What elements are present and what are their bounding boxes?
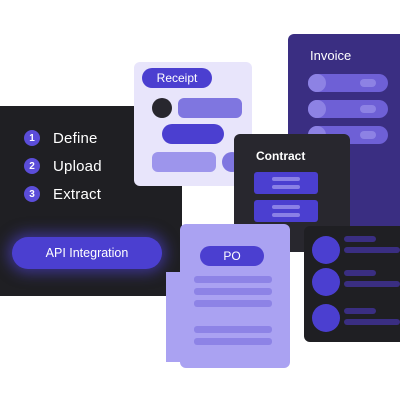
invoice-toggle-row — [308, 100, 388, 118]
receipt-title-tag: Receipt — [142, 68, 212, 88]
po-line — [194, 326, 272, 333]
list-avatar — [312, 304, 340, 332]
step-number-badge: 1 — [24, 130, 40, 146]
contract-field — [254, 172, 318, 194]
list-avatar — [312, 268, 340, 296]
po-line — [194, 276, 272, 283]
list-card[interactable] — [304, 226, 400, 342]
po-title-tag: PO — [200, 246, 264, 266]
receipt-card[interactable]: Receipt — [134, 62, 252, 186]
contract-field-line — [272, 185, 300, 189]
list-line — [344, 281, 400, 287]
step-label: Extract — [53, 185, 102, 203]
list-line — [344, 319, 400, 325]
list-line — [344, 236, 376, 242]
po-line — [194, 300, 272, 307]
api-integration-button[interactable]: API Integration — [12, 237, 162, 269]
toggle-stub — [360, 131, 376, 139]
po-line — [194, 338, 272, 345]
receipt-bar — [178, 98, 242, 118]
step-number-badge: 3 — [24, 186, 40, 202]
list-line — [344, 247, 400, 253]
invoice-title: Invoice — [310, 48, 352, 63]
step-label: Define — [53, 129, 98, 147]
receipt-bar — [152, 152, 216, 172]
toggle-stub — [360, 79, 376, 87]
po-card-fold — [166, 272, 182, 362]
contract-field-line — [272, 205, 300, 209]
invoice-toggle-row — [308, 74, 388, 92]
contract-title: Contract — [256, 149, 306, 163]
list-line — [344, 270, 376, 276]
list-avatar — [312, 236, 340, 264]
receipt-dot — [152, 98, 172, 118]
step-extract: 3 Extract — [24, 183, 101, 205]
toggle-stub — [360, 105, 376, 113]
po-line — [194, 288, 272, 295]
contract-field-line — [272, 213, 300, 217]
toggle-knob — [308, 74, 326, 92]
steps-panel: 1 Define 2 Upload 3 Extract API Integrat… — [0, 106, 182, 296]
po-card[interactable]: PO — [180, 224, 290, 368]
list-line — [344, 308, 376, 314]
contract-field — [254, 200, 318, 222]
step-define: 1 Define — [24, 127, 98, 149]
step-number-badge: 2 — [24, 158, 40, 174]
step-upload: 2 Upload — [24, 155, 102, 177]
receipt-bar — [162, 124, 224, 144]
step-label: Upload — [53, 157, 102, 175]
toggle-knob — [308, 100, 326, 118]
contract-field-line — [272, 177, 300, 181]
